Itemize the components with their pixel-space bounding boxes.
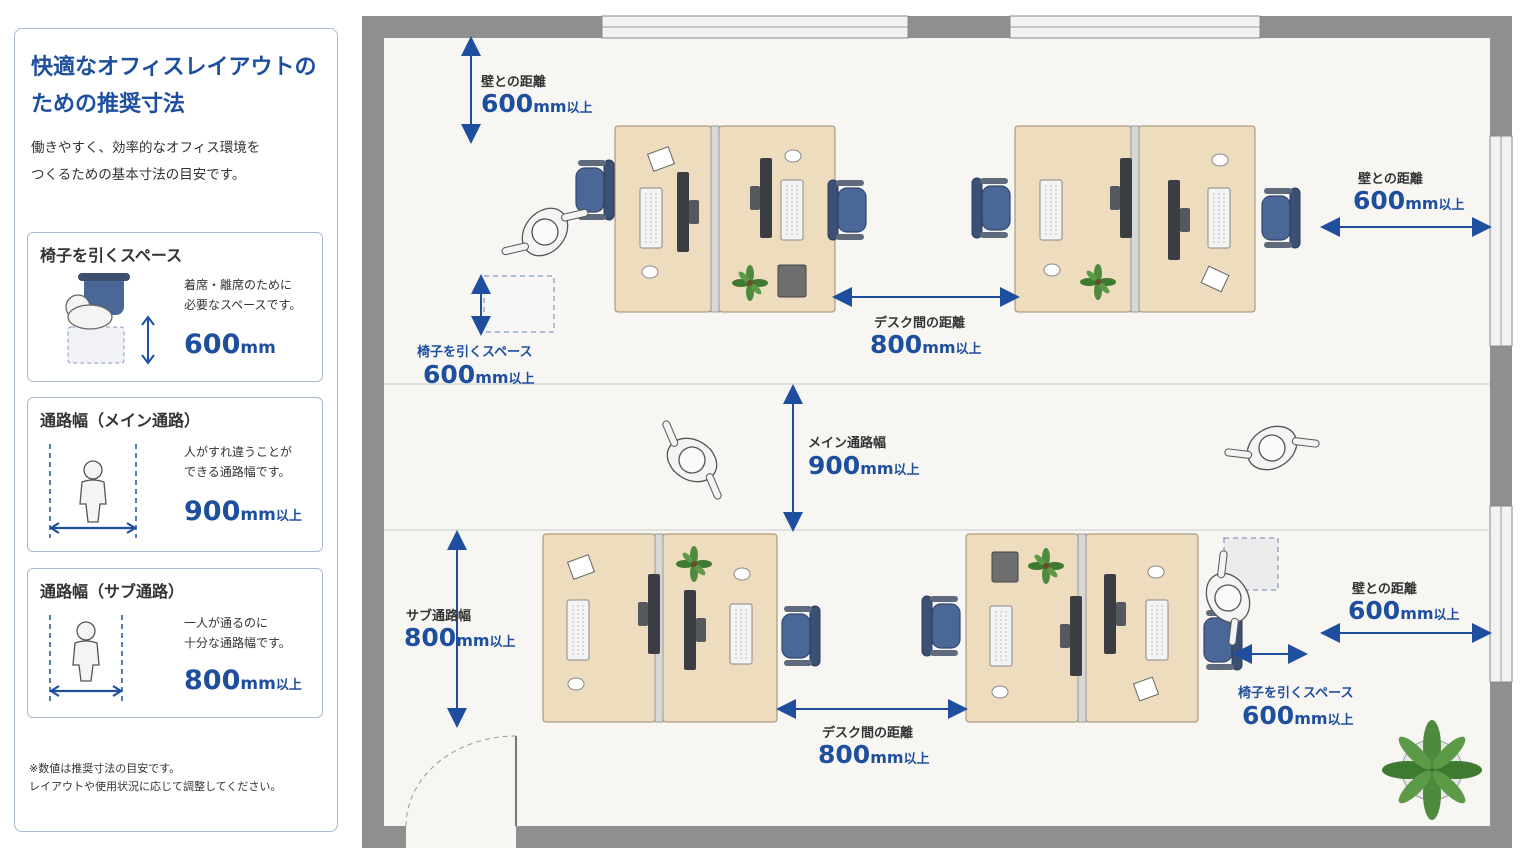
- mouse: [1147, 565, 1165, 579]
- walking-person-icon: [48, 615, 124, 703]
- mouse: [1211, 153, 1229, 167]
- desk-cluster-bottom-left: [542, 533, 821, 723]
- keyboard: [566, 599, 590, 661]
- mouse: [641, 265, 659, 279]
- keyboard: [989, 605, 1013, 667]
- label-chair-space: 椅子を引くスペース: [1238, 686, 1354, 701]
- card-chair-space: 椅子を引くスペース 着席・離席のために 必要なスペースです。 600mm: [27, 232, 323, 382]
- plant-large: [1382, 720, 1482, 820]
- card-text: 人がすれ違うことが できる通路幅です。: [184, 445, 293, 479]
- card-value: 600mm: [184, 329, 276, 360]
- tablet: [991, 551, 1019, 583]
- keyboard: [639, 187, 663, 249]
- desk-partition: [1130, 125, 1140, 313]
- desk-cluster-bottom-right: [921, 533, 1279, 723]
- value-wall-distance: 600mm以上: [1348, 596, 1460, 625]
- label-wall-distance: 壁との距離: [1358, 172, 1423, 187]
- keyboard: [1145, 599, 1169, 661]
- door-swing: [405, 735, 517, 827]
- office-chair: [921, 595, 961, 657]
- mouse: [733, 567, 751, 581]
- office-chair: [1261, 187, 1301, 249]
- keyboard: [1039, 179, 1063, 241]
- value-desk-gap: 800mm以上: [818, 740, 930, 769]
- value-wall-distance: 600mm以上: [481, 89, 593, 118]
- card-title: 椅子を引くスペース: [40, 246, 183, 265]
- notepad: [1132, 676, 1160, 702]
- label-wall-distance: 壁との距離: [1352, 582, 1417, 597]
- mouse: [784, 149, 802, 163]
- value-main-aisle: 900mm以上: [808, 451, 920, 480]
- card-value: 800mm以上: [184, 665, 302, 696]
- keyboard: [780, 179, 804, 241]
- value-desk-gap: 800mm以上: [870, 330, 982, 359]
- notepad: [646, 146, 676, 172]
- desk: [542, 533, 656, 723]
- value-chair-space: 600mm以上: [423, 360, 535, 389]
- card-main-aisle: 通路幅（メイン通路） 人がすれ違うことが できる通路幅です。 900mm以上: [27, 397, 323, 552]
- card-value: 900mm以上: [184, 496, 302, 527]
- info-panel: 快適なオフィスレイアウトの ための推奨寸法 働きやすく、効率的なオフィス環境を …: [14, 28, 338, 832]
- label-desk-gap: デスク間の距離: [822, 726, 914, 741]
- label-wall-distance: 壁との距離: [481, 75, 546, 90]
- desk: [1138, 125, 1256, 313]
- label-sub-aisle: サブ通路幅: [406, 609, 472, 624]
- mouse: [1043, 263, 1061, 277]
- keyboard: [729, 603, 753, 665]
- desk-cluster-top-right: [971, 125, 1301, 313]
- mouse: [567, 677, 585, 691]
- panel-description: 働きやすく、効率的なオフィス環境を つくるための基本寸法の目安です。: [31, 140, 261, 183]
- value-sub-aisle: 800mm以上: [404, 623, 516, 652]
- office-chair: [781, 605, 821, 667]
- walking-person-icon: [48, 444, 138, 538]
- door-opening: [406, 826, 516, 848]
- label-chair-space: 椅子を引くスペース: [417, 345, 533, 360]
- desk-cluster-top-left: [483, 125, 867, 333]
- card-title: 通路幅（メイン通路）: [40, 411, 201, 430]
- card-title: 通路幅（サブ通路）: [40, 582, 185, 601]
- chair-pull-icon: [65, 273, 155, 365]
- notepad: [1200, 265, 1230, 293]
- card-text: 一人が通るのに 十分な通路幅です。: [184, 616, 291, 650]
- card-text: 着席・離席のために 必要なスペースです。: [184, 278, 302, 312]
- keyboard: [1207, 187, 1231, 249]
- label-main-aisle: メイン通路幅: [808, 436, 887, 451]
- dimension-arrows: [447, 36, 1492, 728]
- desk-partition: [710, 125, 720, 313]
- tablet: [777, 264, 807, 298]
- mouse: [991, 685, 1009, 699]
- office-chair: [827, 179, 867, 241]
- value-wall-distance: 600mm以上: [1353, 186, 1465, 215]
- value-chair-space: 600mm以上: [1242, 701, 1354, 730]
- label-desk-gap: デスク間の距離: [874, 316, 966, 331]
- card-sub-aisle: 通路幅（サブ通路） 一人が通るのに 十分な通路幅です。 800mm以上: [27, 568, 323, 718]
- notepad: [566, 554, 596, 580]
- panel-note: ※数値は推奨寸法の目安です。 レイアウトや使用状況に応じて調整してください。: [29, 762, 282, 793]
- office-chair: [971, 177, 1011, 239]
- panel-title: 快適なオフィスレイアウトの ための推奨寸法: [31, 55, 317, 117]
- chair-pull-area: [483, 275, 555, 333]
